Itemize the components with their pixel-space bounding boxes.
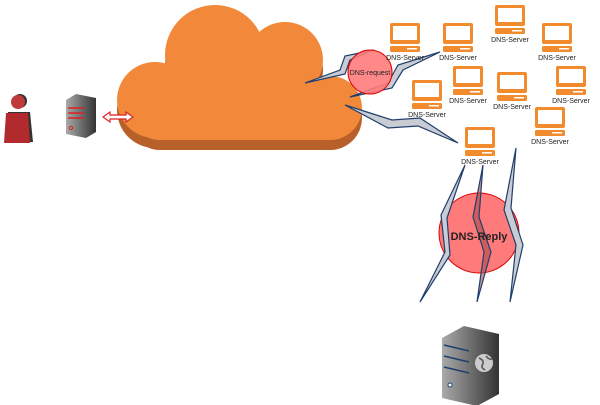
computer-icon <box>542 23 572 52</box>
dns-server: DNS-Server <box>552 66 591 105</box>
dns-server-label: DNS-Server <box>449 98 487 105</box>
dns-server: DNS-Server <box>408 80 447 119</box>
dns-server: DNS-Server <box>386 23 425 62</box>
computer-icon <box>443 23 473 52</box>
computer-icon <box>556 66 586 95</box>
reply-bolts <box>419 147 524 303</box>
dns-server-label: DNS-Server <box>531 139 569 146</box>
reply-bolt <box>419 164 466 303</box>
client-server-icon <box>66 94 96 138</box>
dns-server-label: DNS-Server <box>538 55 576 62</box>
dns-server: DNS-Server <box>491 5 530 44</box>
dns-server-label: DNS-Server <box>439 55 477 62</box>
dns-server-label: DNS-Server <box>408 112 446 119</box>
dns-server-group: DNS-Server DNS-Server DNS-Server DNS-Ser… <box>386 5 591 166</box>
dns-request-bubble: DNS-request <box>347 49 393 95</box>
dns-server-label: DNS-Server <box>386 55 424 62</box>
computer-icon <box>495 5 525 34</box>
computer-icon <box>390 23 420 52</box>
web-server-icon <box>442 326 499 405</box>
dns-request-label: DNS-request <box>350 70 391 77</box>
computer-icon <box>465 127 495 156</box>
bidirectional-arrow-icon <box>101 110 135 124</box>
computer-icon <box>412 80 442 109</box>
dns-server: DNS-Server <box>439 23 478 62</box>
computer-icon <box>497 72 527 101</box>
dns-server: DNS-Server <box>449 66 488 105</box>
dns-reply-label: DNS-Reply <box>451 231 509 243</box>
dns-server: DNS-Server <box>531 107 570 146</box>
internet-cloud <box>117 5 362 150</box>
dns-server: DNS-Server <box>493 72 532 111</box>
reply-bolt <box>472 164 492 303</box>
user-icon <box>4 94 33 143</box>
request-bolt <box>344 104 459 144</box>
dns-server: DNS-Server <box>461 127 500 166</box>
dns-server-label: DNS-Server <box>493 104 531 111</box>
reply-bolt <box>503 147 524 303</box>
computer-icon <box>535 107 565 136</box>
dns-server-label: DNS-Server <box>552 98 590 105</box>
dns-server: DNS-Server <box>538 23 577 62</box>
dns-server-label: DNS-Server <box>491 37 529 44</box>
computer-icon <box>453 66 483 95</box>
dns-server-label: DNS-Server <box>461 159 499 166</box>
